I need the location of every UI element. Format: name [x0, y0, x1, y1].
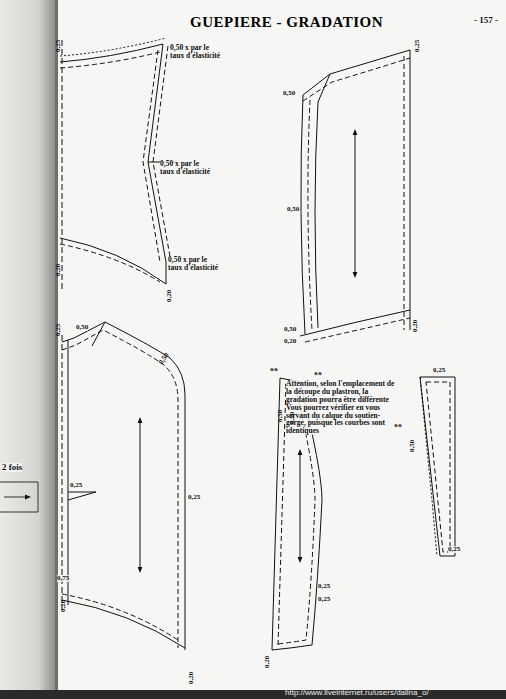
- grading-dimension: 0,50: [284, 326, 296, 333]
- callout-mark: **: [270, 368, 278, 376]
- margin-note: 2 fois: [2, 463, 22, 472]
- grading-dimension: 0,25: [414, 40, 421, 52]
- grading-dimension: 0,25: [70, 482, 82, 489]
- page-title: GUEPIERE - GRADATION: [190, 14, 383, 31]
- grading-dimension: 0,50: [409, 440, 416, 452]
- grading-dimension: 0,25: [448, 546, 460, 553]
- grading-dimension: 0,20: [60, 600, 67, 612]
- grading-dimension: 0,25: [188, 494, 200, 501]
- page-number: - 157 -: [474, 16, 498, 25]
- grading-dimension: 0,20: [412, 320, 419, 332]
- note-text: Attention, selon l'emplacement de la déc…: [286, 380, 396, 435]
- grading-dimension: 0,50 x par le taux d'élasticité: [160, 160, 215, 176]
- grading-dimension: 0,20: [55, 264, 62, 276]
- bottom-band: [0, 690, 506, 699]
- margin-arrow: [4, 497, 28, 498]
- grading-dimension: 0,50: [287, 206, 299, 213]
- grading-dimension: 0,75: [57, 575, 69, 582]
- grading-dimension: 0,25: [318, 583, 330, 590]
- pattern-pieces: [60, 38, 455, 650]
- callout-mark: **: [394, 424, 402, 432]
- grading-dimension: 0,25: [433, 367, 445, 374]
- grading-dimension: 0,50: [289, 412, 296, 424]
- page-fold: [55, 0, 58, 699]
- grading-dimension: 0,50: [277, 410, 284, 422]
- margin-box: [0, 482, 38, 512]
- grading-dimension: 0,20: [188, 672, 195, 684]
- grading-dimension: 0,25: [55, 40, 62, 52]
- grading-dimension: 0,50: [283, 90, 295, 97]
- grading-dimension: 0,50: [76, 324, 88, 331]
- grading-dimension: 0,20: [284, 338, 296, 345]
- source-url: http://www.liveinternet.ru/users/dalina_…: [285, 689, 429, 697]
- grading-dimension: 0,50 x par le taux d'élasticité: [168, 256, 223, 272]
- grading-dimension: 0,20: [264, 656, 271, 668]
- grading-dimension: 0,25: [55, 324, 62, 336]
- grading-dimension: 0,50: [158, 352, 171, 366]
- grading-dimension: 0,20: [166, 290, 173, 302]
- grading-dimension: 0,25: [318, 596, 330, 603]
- book-spine: [0, 0, 55, 699]
- grading-dimension: 0,50 x par le taux d'élasticité: [170, 44, 225, 60]
